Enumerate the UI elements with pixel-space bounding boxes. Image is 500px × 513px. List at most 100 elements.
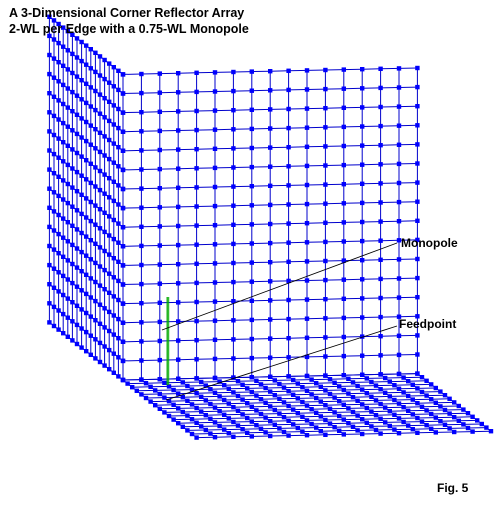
left-wall-node bbox=[84, 63, 88, 67]
left-wall-node bbox=[66, 335, 70, 339]
left-wall-node bbox=[52, 228, 56, 232]
left-wall-node bbox=[52, 114, 56, 118]
back-wall-node bbox=[213, 108, 217, 112]
floor-node bbox=[332, 381, 336, 385]
floor-node bbox=[125, 381, 129, 385]
back-wall-node bbox=[286, 260, 290, 264]
left-wall-node bbox=[112, 141, 116, 145]
back-wall-node bbox=[286, 241, 290, 245]
left-wall-node bbox=[89, 66, 93, 70]
floor-node bbox=[185, 413, 189, 417]
left-wall-node bbox=[112, 103, 116, 107]
left-wall-node bbox=[66, 67, 70, 71]
back-wall-grid bbox=[121, 66, 420, 382]
floor-node bbox=[199, 395, 203, 399]
floor-node bbox=[227, 431, 231, 435]
floor-node bbox=[181, 425, 185, 429]
floor-node bbox=[217, 409, 221, 413]
back-wall-node bbox=[305, 317, 309, 321]
left-wall-node bbox=[70, 166, 74, 170]
left-wall-node bbox=[79, 250, 83, 254]
back-wall-node bbox=[268, 356, 272, 360]
back-wall-node bbox=[158, 339, 162, 343]
floor-node bbox=[240, 383, 244, 387]
floor-node bbox=[461, 422, 465, 426]
left-wall-node bbox=[70, 71, 74, 75]
back-wall-node bbox=[158, 205, 162, 209]
left-wall-node bbox=[47, 91, 51, 95]
left-wall-node bbox=[52, 37, 56, 41]
floor-node bbox=[254, 423, 258, 427]
left-wall-node bbox=[89, 276, 93, 280]
floor-node bbox=[378, 431, 382, 435]
back-wall-node bbox=[121, 340, 125, 344]
floor-node bbox=[457, 419, 461, 423]
left-wall-node bbox=[102, 268, 106, 272]
left-wall-node bbox=[47, 187, 51, 191]
left-wall-node bbox=[52, 76, 56, 80]
left-wall-node bbox=[70, 243, 74, 247]
left-wall-node bbox=[61, 236, 65, 240]
back-wall-node bbox=[360, 296, 364, 300]
left-wall-node bbox=[84, 101, 88, 105]
back-wall-node bbox=[323, 144, 327, 148]
back-wall-node bbox=[194, 109, 198, 113]
back-wall-node bbox=[194, 357, 198, 361]
left-wall-node bbox=[107, 195, 111, 199]
floor-node bbox=[222, 413, 226, 417]
left-wall-node bbox=[89, 295, 93, 299]
floor-node bbox=[365, 406, 369, 410]
left-wall-node bbox=[47, 206, 51, 210]
floor-node bbox=[259, 397, 263, 401]
back-wall-node bbox=[378, 334, 382, 338]
floor-node bbox=[300, 385, 304, 389]
left-wall-node bbox=[47, 225, 51, 229]
left-wall-node bbox=[116, 298, 120, 302]
back-wall-node bbox=[213, 357, 217, 361]
back-wall-node bbox=[360, 67, 364, 71]
left-wall-node bbox=[66, 125, 70, 129]
left-wall-node bbox=[107, 61, 111, 65]
floor-node bbox=[443, 408, 447, 412]
back-wall-node bbox=[194, 147, 198, 151]
back-wall-node bbox=[342, 316, 346, 320]
left-wall-node bbox=[84, 292, 88, 296]
floor-node bbox=[296, 426, 300, 430]
floor-node bbox=[452, 400, 456, 404]
back-wall-node bbox=[415, 371, 419, 375]
left-wall-node bbox=[70, 90, 74, 94]
back-wall-node bbox=[231, 184, 235, 188]
left-wall-node bbox=[98, 73, 102, 77]
left-wall-node bbox=[56, 308, 60, 312]
floor-node bbox=[286, 404, 290, 408]
back-wall-node bbox=[194, 128, 198, 132]
back-wall-node bbox=[360, 201, 364, 205]
back-wall-node bbox=[378, 372, 382, 376]
back-wall-node bbox=[121, 168, 125, 172]
floor-node bbox=[466, 426, 470, 430]
floor-node bbox=[470, 429, 474, 433]
back-wall-node bbox=[176, 224, 180, 228]
floor-node bbox=[268, 419, 272, 423]
back-wall-node bbox=[176, 281, 180, 285]
left-wall-node bbox=[93, 299, 97, 303]
floor-node bbox=[392, 413, 396, 417]
left-wall-node bbox=[66, 239, 70, 243]
floor-node bbox=[194, 406, 198, 410]
back-wall-node bbox=[360, 239, 364, 243]
back-wall-node bbox=[268, 317, 272, 321]
left-wall-node bbox=[70, 109, 74, 113]
back-wall-node bbox=[342, 182, 346, 186]
left-wall-node bbox=[107, 81, 111, 85]
back-wall-node bbox=[194, 281, 198, 285]
back-wall-node bbox=[323, 87, 327, 91]
floor-node bbox=[438, 419, 442, 423]
back-wall-node bbox=[342, 163, 346, 167]
floor-node bbox=[429, 382, 433, 386]
back-wall-node bbox=[397, 124, 401, 128]
back-wall-node bbox=[342, 220, 346, 224]
floor-node bbox=[342, 417, 346, 421]
floor-node bbox=[222, 427, 226, 431]
floor-node bbox=[319, 385, 323, 389]
left-wall-node bbox=[75, 113, 79, 117]
